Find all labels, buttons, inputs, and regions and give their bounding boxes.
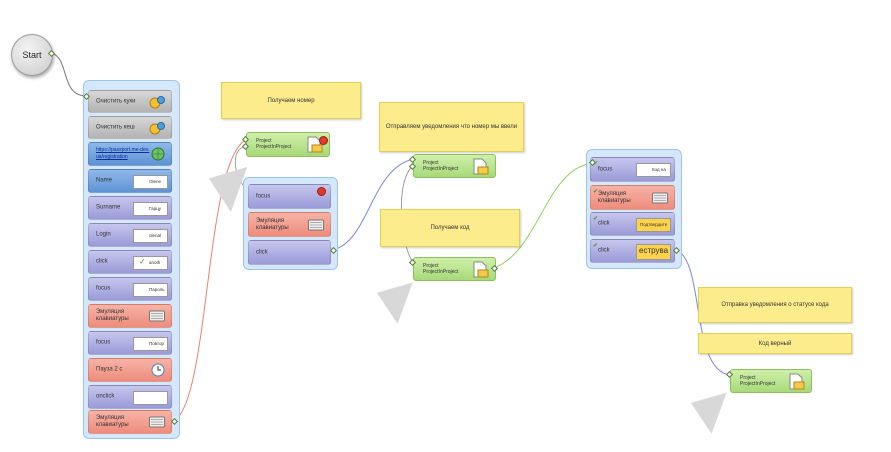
- check-icon: ✓: [139, 257, 146, 266]
- block-click[interactable]: click: [248, 240, 331, 265]
- field-preview: еструва: [636, 244, 671, 260]
- project-subtitle: ProjectInProject: [256, 143, 292, 150]
- document-icon: [473, 158, 489, 175]
- block-open-url[interactable]: https://passport.me-dev.ua/registration: [88, 142, 172, 166]
- block-clear-cache[interactable]: Очистить кеш: [88, 116, 172, 139]
- block-keyboard-emulation[interactable]: Эмуляция клавиатуры: [88, 304, 172, 328]
- start-node[interactable]: Start: [11, 34, 53, 76]
- clock-icon: [151, 363, 165, 377]
- note-get-number: Получаем номер: [221, 82, 361, 119]
- note-get-code: Получаем код: [380, 209, 520, 247]
- field-preview: Подтвердите: [636, 218, 671, 232]
- block-keyboard-emulation[interactable]: Эмуляция клавиатуры: [88, 410, 172, 434]
- project-subtitle: ProjectInProject: [423, 268, 459, 275]
- project-title: Project: [423, 263, 439, 269]
- start-label: Start: [22, 50, 42, 60]
- block-onclick[interactable]: onclick: [88, 385, 172, 409]
- check-icon: ✔: [593, 161, 599, 167]
- block-surname[interactable]: Surname Гарцу: [88, 196, 172, 220]
- project-subtitle: ProjectInProject: [740, 380, 776, 387]
- error-indicator: [319, 136, 328, 145]
- block-keyboard-emulation[interactable]: Эмуляция клавиатуры: [248, 212, 331, 237]
- block-pause[interactable]: Пауза 2 с: [88, 358, 172, 382]
- block-keyboard-emulation[interactable]: ✔ Эмуляция клавиатуры: [590, 185, 675, 210]
- note-code-correct: Код верный: [698, 333, 852, 354]
- globe-icon: [151, 147, 165, 161]
- field-preview: [133, 391, 168, 405]
- block-focus-code[interactable]: ✔ focus Код на: [590, 157, 675, 182]
- keyboard-icon: [308, 219, 324, 230]
- field-preview: anoth: [133, 256, 168, 270]
- block-click[interactable]: click anoth ✓: [88, 250, 172, 274]
- field-preview: Olene: [133, 175, 168, 189]
- check-icon: ✔: [593, 243, 599, 249]
- field-preview: olenal: [133, 229, 168, 243]
- block-focus[interactable]: focus: [248, 184, 331, 209]
- document-icon: [473, 261, 489, 278]
- keyboard-icon: [652, 192, 668, 203]
- keyboard-icon: [149, 416, 165, 428]
- project-subtitle: ProjectInProject: [423, 165, 459, 172]
- document-icon: [789, 373, 805, 390]
- project-title: Project: [740, 375, 756, 381]
- note-notify-number: Отправляем уведомления что номер мы ввел…: [379, 102, 524, 152]
- note-code-status: Отправка уведомления о статусе кода: [698, 287, 852, 323]
- error-indicator: [317, 187, 326, 196]
- project-title: Project: [423, 160, 439, 166]
- block-clear-cookies[interactable]: Очистить куки: [88, 90, 172, 113]
- project-title: Project: [256, 138, 272, 144]
- block-click-confirm[interactable]: ✔ click Подтвердите: [590, 212, 675, 236]
- field-preview: Пароль: [133, 283, 168, 297]
- block-focus-repeat[interactable]: focus Повтор: [88, 331, 172, 355]
- gears-icon: [149, 95, 165, 108]
- block-click-register[interactable]: ✔ click еструва: [590, 239, 675, 263]
- keyboard-icon: [149, 310, 165, 322]
- field-preview: Код на: [636, 163, 671, 177]
- check-icon: ✔: [593, 189, 599, 195]
- gears-icon: [149, 121, 165, 134]
- field-preview: Повтор: [133, 337, 168, 351]
- block-login[interactable]: Login olenal: [88, 223, 172, 247]
- document-icon: [307, 136, 323, 153]
- block-focus-password[interactable]: focus Пароль: [88, 277, 172, 301]
- field-preview: Гарцу: [133, 202, 168, 216]
- check-icon: ✔: [593, 216, 599, 222]
- block-name[interactable]: Name Olene: [88, 169, 172, 193]
